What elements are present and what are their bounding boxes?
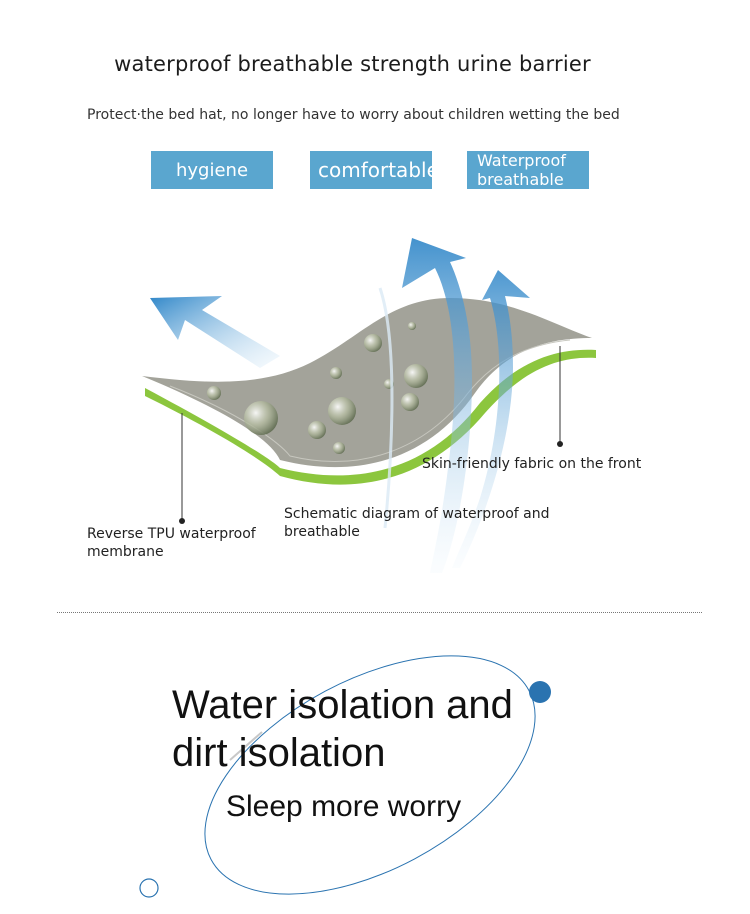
label-schematic: Schematic diagram of waterproof and brea…	[284, 506, 550, 540]
slogan-line2: dirt isolation	[172, 731, 386, 775]
water-droplets	[207, 322, 428, 454]
green-fabric-layer	[145, 349, 596, 485]
small-ring	[139, 878, 159, 898]
slogan-tagline: Sleep more worry	[226, 790, 462, 823]
fabric-diagram	[142, 238, 596, 573]
tag-waterproof-line2: breathable	[477, 170, 564, 189]
label-tpu-membrane: Reverse TPU waterproof membrane	[87, 526, 256, 560]
slogan-heading: Water isolation and dirt isolation	[172, 681, 513, 777]
tag-comfortable: comfortable	[310, 151, 432, 189]
dotted-divider	[57, 612, 702, 613]
tag-waterproof-line1: Waterproof	[477, 151, 566, 170]
orbit-dot	[529, 681, 551, 703]
arrow-right-icon	[452, 270, 530, 568]
tag-waterproof-breathable: Waterproof breathable	[467, 151, 589, 189]
label-front-fabric: Skin-friendly fabric on the front	[422, 456, 642, 472]
slogan-line1: Water isolation and	[172, 683, 513, 727]
arrow-left-icon	[150, 296, 280, 368]
page-title: waterproof breathable strength urine bar…	[114, 52, 591, 76]
page-subtitle: Protect·the bed hat, no longer have to w…	[87, 107, 620, 123]
arrow-center-icon	[402, 238, 472, 573]
orbit-decoration	[139, 655, 551, 898]
tag-hygiene: hygiene	[151, 151, 273, 189]
